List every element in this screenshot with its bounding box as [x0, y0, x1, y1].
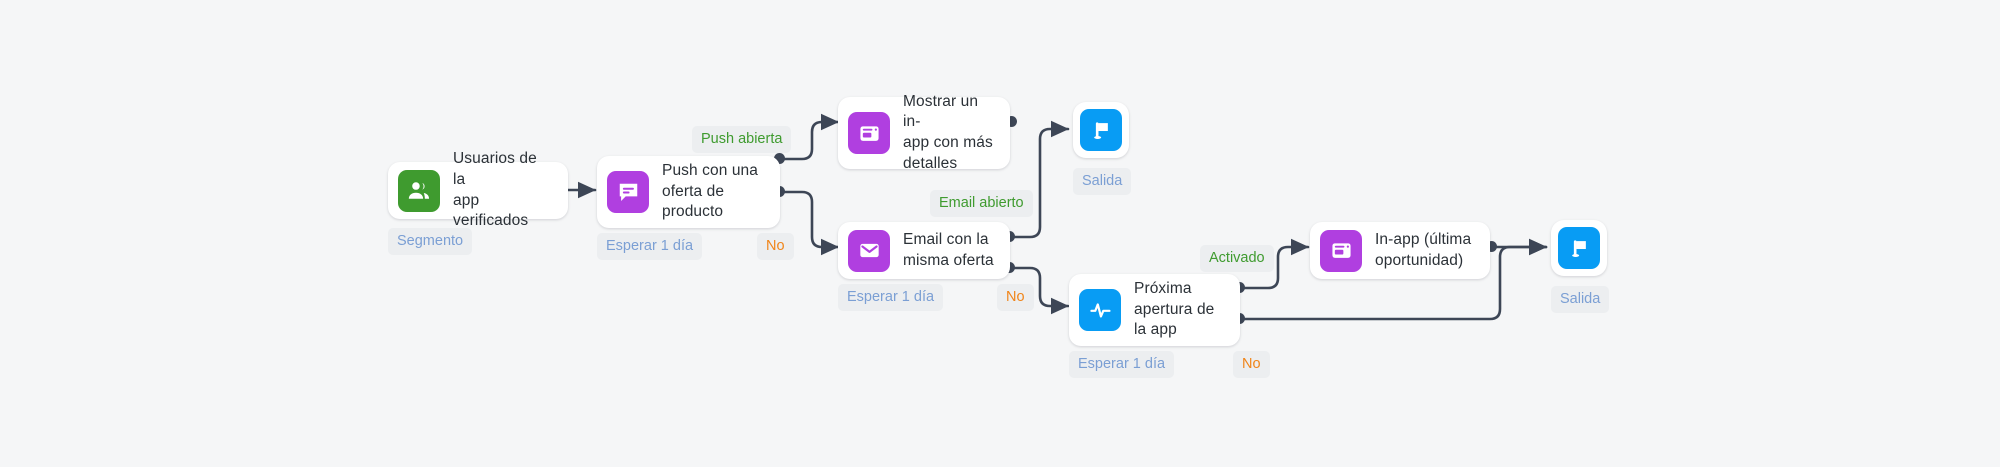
node-email[interactable]: Email con la misma oferta: [838, 222, 1010, 279]
node-email-label: Email con la misma oferta: [903, 230, 994, 269]
node-app-open-label: Próxima apertura de la app: [1134, 280, 1215, 339]
users-icon: [398, 169, 440, 212]
node-exit-top[interactable]: [1073, 102, 1129, 158]
push-message-icon: [607, 171, 649, 213]
condition-email-abierto: Email abierto: [930, 190, 1033, 217]
edge-email-to-exit-top: [1008, 120, 1070, 239]
node-inapp-details-label: Mostrar un in- app con más detalles: [903, 92, 993, 172]
node-inapp-last-label: In-app (última oportunidad): [1375, 230, 1472, 269]
pulse-icon: [1079, 289, 1121, 331]
port-inapp-last-out: [1486, 241, 1497, 252]
node-inapp-last[interactable]: In-app (última oportunidad): [1310, 222, 1490, 279]
badge-email-wait: Esperar 1 día: [838, 284, 944, 311]
node-push[interactable]: Push con una oferta de producto: [597, 156, 780, 228]
badge-exit-top: Salida: [1073, 168, 1132, 195]
badge-app-open-no: No: [1233, 351, 1270, 378]
port-inapp-details-out: [1006, 116, 1017, 127]
envelope-icon: [848, 229, 890, 272]
flag-icon: [1558, 227, 1600, 269]
port-push-out-yes: [774, 153, 785, 164]
node-push-label: Push con una oferta de producto: [662, 162, 758, 221]
node-segment[interactable]: Usuarios de la app verificados: [388, 150, 568, 229]
badge-push-wait: Esperar 1 día: [597, 233, 703, 260]
node-inapp-details[interactable]: Mostrar un in- app con más detalles: [838, 93, 1010, 172]
badge-email-no: No: [997, 284, 1034, 311]
condition-push-abierta: Push abierta: [692, 126, 792, 153]
flag-icon: [1080, 109, 1122, 151]
node-exit-right[interactable]: [1551, 220, 1607, 276]
in-app-window-icon: [848, 112, 890, 154]
badge-segmento: Segmento: [388, 228, 473, 255]
node-app-open[interactable]: Próxima apertura de la app: [1069, 274, 1240, 346]
badge-app-open-wait: Esperar 1 día: [1069, 351, 1175, 378]
badge-exit-right: Salida: [1551, 286, 1610, 313]
badge-push-no: No: [757, 233, 794, 260]
condition-activado: Activado: [1200, 245, 1274, 272]
node-segment-label: Usuarios de la app verificados: [453, 150, 537, 230]
in-app-window-icon: [1320, 229, 1362, 272]
